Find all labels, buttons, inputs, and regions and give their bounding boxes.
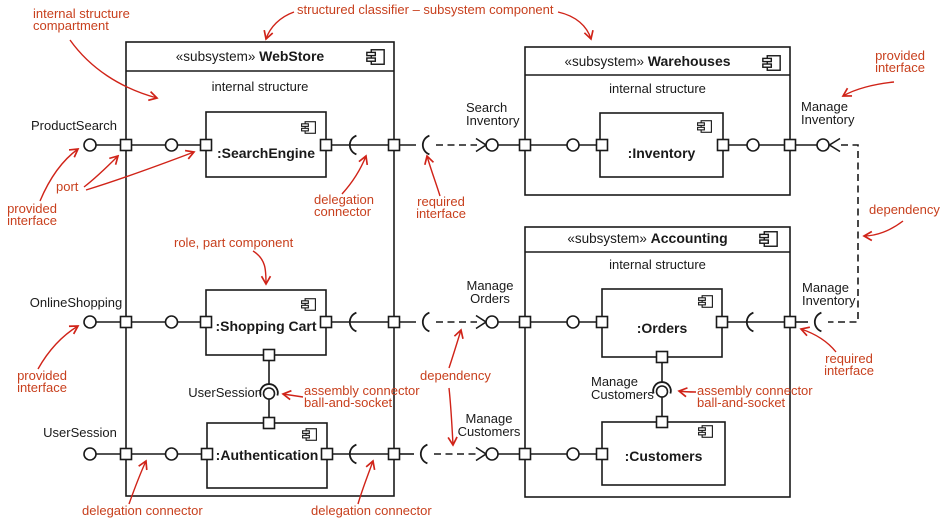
annotation-arrows xyxy=(37,11,904,505)
webstore-compartment-label: internal structure xyxy=(211,79,309,94)
warehouses-stereotype: «subsystem» xyxy=(564,54,645,69)
manage-orders-interface-label: Manage Orders xyxy=(466,278,514,306)
webstore-subsystem-box xyxy=(125,41,395,497)
accounting-compartment-label: internal structure xyxy=(609,257,706,272)
annotation-assembly-connector-right: assembly connector ball-and-socket xyxy=(697,383,813,410)
product-search-interface-label: ProductSearch xyxy=(31,118,117,133)
accounting-name: Accounting xyxy=(650,230,728,246)
user-session-assembly-label: UserSession xyxy=(188,385,262,400)
manage-inventory-provided-label: Manage Inventory xyxy=(801,99,855,127)
provided-interface-balls xyxy=(83,138,830,461)
webstore-stereotype: «subsystem» xyxy=(175,49,256,64)
warehouses-title: «subsystem» Warehouses xyxy=(525,53,770,70)
required-interface-sockets xyxy=(259,134,822,465)
accounting-title: «subsystem» Accounting xyxy=(525,230,770,247)
component-icon xyxy=(302,428,317,441)
connector-lines xyxy=(96,144,817,455)
component-icon xyxy=(698,425,713,438)
annotation-structured-classifier: structured classifier – subsystem compon… xyxy=(297,2,554,17)
annotation-port: port xyxy=(56,179,79,194)
manage-customers-interface-label: Manage Customers xyxy=(457,411,521,439)
webstore-title: «subsystem» WebStore xyxy=(126,48,374,65)
inventory-part-name: :Inventory xyxy=(627,145,696,161)
dependency-lines xyxy=(434,144,859,455)
manage-customers-assembly-label: Manage Customers xyxy=(591,374,654,402)
component-icon xyxy=(698,295,713,308)
component-icon xyxy=(697,120,712,133)
annotation-dependency-right: dependency xyxy=(869,202,940,217)
manage-inventory-required-label: Manage Inventory xyxy=(802,280,856,308)
manage-inventory-dependency-line xyxy=(828,144,859,323)
annotation-required-interface-right: required interface xyxy=(824,351,874,378)
annotation-provided-interface-top-right: provided interface xyxy=(875,48,925,75)
authentication-part-name: :Authentication xyxy=(215,447,319,463)
webstore-name: WebStore xyxy=(259,48,325,64)
dependency-arrowheads xyxy=(475,137,841,462)
component-icon xyxy=(301,121,316,134)
annotation-provided-interface-mid-left: provided interface xyxy=(17,368,67,395)
annotation-delegation-connector-top: delegation connector xyxy=(314,192,374,219)
annotation-delegation-connector-bottom-left: delegation connector xyxy=(82,503,203,518)
online-shopping-interface-label: OnlineShopping xyxy=(29,295,123,310)
orders-part-name: :Orders xyxy=(636,320,688,336)
accounting-subsystem-box xyxy=(524,226,791,498)
annotation-assembly-connector-left: assembly connector ball-and-socket xyxy=(304,383,420,410)
warehouses-subsystem-box xyxy=(524,46,791,196)
annotation-internal-structure-compartment: internal structure compartment xyxy=(33,6,130,33)
ports xyxy=(119,138,797,461)
warehouses-compartment-label: internal structure xyxy=(609,81,706,96)
user-session-interface-label: UserSession xyxy=(43,425,117,440)
annotation-role-part-component: role, part component xyxy=(174,235,294,250)
annotation-delegation-connector-bottom-center: delegation connector xyxy=(311,503,432,518)
component-icon xyxy=(301,298,316,311)
annotation-provided-interface-top-left: provided interface xyxy=(7,201,57,228)
search-inventory-interface-label: Search Inventory xyxy=(466,100,520,128)
annotation-dependency-center: dependency xyxy=(420,368,491,383)
searchengine-part-name: :SearchEngine xyxy=(216,145,316,161)
customers-part-name: :Customers xyxy=(624,448,703,464)
shoppingcart-part-name: :Shopping Cart xyxy=(215,318,317,334)
accounting-stereotype: «subsystem» xyxy=(567,231,647,246)
annotation-required-interface-top: required interface xyxy=(416,194,466,221)
warehouses-name: Warehouses xyxy=(647,53,731,69)
